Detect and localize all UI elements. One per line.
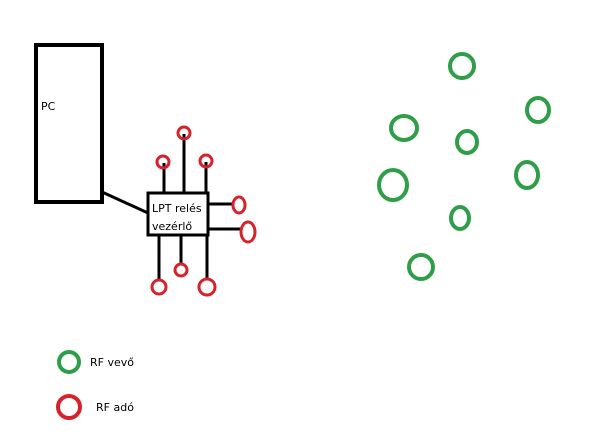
pc-controller-cable <box>101 190 149 215</box>
rf-transmitter-circle <box>239 220 257 244</box>
lpt-relay-controller: LPT relés vezérlő <box>146 191 210 237</box>
rf-transmitter-circle <box>231 195 247 215</box>
legend-transmitter-label: RF adó <box>96 401 134 414</box>
pc-box: PC <box>34 43 104 204</box>
rf-receiver-circle <box>449 205 471 231</box>
legend-receiver-icon <box>57 350 81 374</box>
legend-receiver-label: RF vevő <box>90 356 134 369</box>
rf-receiver-circle <box>448 52 476 80</box>
rf-transmitter-circle <box>150 278 168 296</box>
legend: RF vevő RF adó <box>56 350 134 420</box>
controller-label-line1: LPT relés <box>152 202 202 215</box>
rf-receiver-circle <box>514 160 540 190</box>
rf-transmitter-circle <box>198 153 214 169</box>
rf-transmitter-circle <box>173 262 189 278</box>
rf-transmitter-circle <box>176 125 192 141</box>
legend-transmitter-icon <box>56 394 82 420</box>
controller-rectangle <box>146 191 210 237</box>
controller-label-line2: vezérlő <box>152 220 192 233</box>
rf-receiver-circle <box>455 129 479 155</box>
pc-label: PC <box>41 100 56 113</box>
rf-transmitter-circle <box>155 154 171 170</box>
rf-receiver-circle <box>377 168 409 202</box>
transmitter-antennas <box>150 125 257 297</box>
rf-transmitter-circle <box>197 277 217 297</box>
rf-receiver-circle <box>525 96 551 124</box>
rf-receiver-circle <box>389 114 419 142</box>
receivers-cluster <box>377 52 551 281</box>
pc-rectangle <box>34 43 104 204</box>
rf-receiver-circle <box>407 253 435 281</box>
